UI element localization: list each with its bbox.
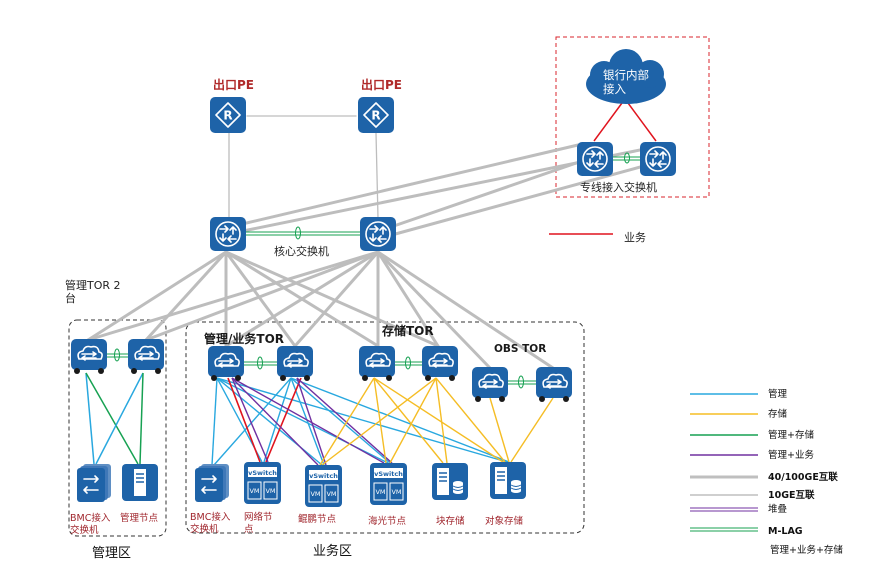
- legend-business-label: 业务: [624, 231, 646, 244]
- mgmt-tor-right[interactable]: [128, 339, 164, 374]
- router-r-glyph: R: [371, 109, 380, 123]
- storage-links: [319, 377, 554, 466]
- mgmt-tor-label-1: 管理TOR 2: [65, 278, 121, 292]
- bmc-switch-biz[interactable]: [195, 464, 229, 502]
- bmc-right-label-1: BMC接入: [190, 511, 231, 523]
- core-switch-left[interactable]: [210, 217, 246, 251]
- red-links: [549, 102, 657, 235]
- svg-text:vSwitch: vSwitch: [248, 469, 277, 477]
- network-node-vswitch[interactable]: vSwitch VM VM: [244, 462, 281, 504]
- hygon-node-label: 海光节点: [368, 515, 407, 527]
- storage-tor-right[interactable]: [422, 346, 458, 381]
- obs-tor-right[interactable]: [536, 367, 572, 402]
- bank-internal-cloud: 银行内部 接入: [586, 49, 666, 104]
- network-node-label-2: 点: [244, 524, 254, 535]
- storage-tor-label: 存储TOR: [381, 323, 434, 338]
- svg-text:VM: VM: [326, 490, 336, 498]
- pe-right-label: 出口PE: [361, 77, 402, 92]
- svg-text:VM: VM: [265, 487, 275, 495]
- grey-links: [86, 115, 657, 370]
- mgmt-zone-box: [68, 319, 167, 537]
- bmc-switch-mgmt[interactable]: [77, 464, 111, 502]
- svg-text:管理+业务+存储: 管理+业务+存储: [770, 544, 843, 556]
- router-r-glyph: R: [223, 109, 232, 123]
- mgmt-tor-label-2: 台: [65, 291, 76, 305]
- bmc-left-label-2: 交换机: [70, 524, 99, 536]
- mgmt-node-server[interactable]: [122, 464, 158, 501]
- svg-text:管理+存储: 管理+存储: [768, 429, 814, 441]
- biz-tor-label: 管理/业务TOR: [204, 331, 284, 346]
- network-node-label-1: 网络节: [244, 511, 273, 523]
- block-storage-label: 块存储: [436, 515, 465, 527]
- svg-text:vSwitch: vSwitch: [374, 470, 403, 478]
- svg-text:40/100GE互联: 40/100GE互联: [768, 471, 838, 483]
- block-storage-server[interactable]: [432, 463, 468, 500]
- zone-business-label: 业务区: [313, 543, 352, 559]
- legend: 管理 存储 管理+存储 管理+业务 40/100GE互联 10GE互联 堆叠 M…: [690, 388, 843, 556]
- svg-text:VM: VM: [375, 488, 385, 496]
- business-links: [227, 377, 302, 463]
- svg-text:堆叠: 堆叠: [768, 504, 787, 515]
- zone-mgmt-label: 管理区: [92, 546, 131, 561]
- svg-text:银行内部: 银行内部: [603, 68, 649, 82]
- svg-text:VM: VM: [249, 487, 259, 495]
- mgmt-tor-left[interactable]: [71, 339, 107, 374]
- mlag-links: [106, 152, 641, 389]
- dedicated-zone-box: [555, 36, 710, 198]
- svg-text:vSwitch: vSwitch: [309, 472, 338, 480]
- router-pe-right[interactable]: R: [358, 97, 394, 133]
- obs-tor-left[interactable]: [472, 367, 508, 402]
- storage-tor-left[interactable]: [359, 346, 395, 381]
- object-storage-label: 对象存储: [485, 515, 524, 527]
- mgmt-zone-links: [85, 372, 144, 465]
- svg-text:M-LAG: M-LAG: [768, 526, 803, 537]
- obs-tor-label: OBS TOR: [494, 343, 546, 355]
- tor-switches: [71, 339, 572, 402]
- kunpeng-node-label: 鲲鹏节点: [298, 513, 337, 525]
- svg-text:VM: VM: [310, 490, 320, 498]
- kunpeng-node-vswitch[interactable]: vSwitch VM VM: [305, 465, 342, 507]
- dedicated-switch-left[interactable]: [577, 142, 613, 176]
- core-switch-label: 核心交换机: [274, 244, 329, 258]
- dedicated-switch-right[interactable]: [640, 142, 676, 176]
- mgmt-business-links: [231, 377, 393, 466]
- svg-text:接入: 接入: [603, 82, 626, 96]
- bmc-left-label-1: BMC接入: [70, 512, 111, 524]
- dedicated-switch-label: 专线接入交换机: [580, 180, 657, 194]
- biz-tor-right[interactable]: [277, 346, 313, 381]
- object-storage-server[interactable]: [490, 462, 526, 499]
- hygon-node-vswitch[interactable]: vSwitch VM VM: [370, 463, 407, 505]
- svg-text:10GE互联: 10GE互联: [768, 489, 815, 501]
- pe-left-label: 出口PE: [213, 77, 254, 92]
- biz-tor-left[interactable]: [208, 346, 244, 381]
- mgmt-node-label: 管理节点: [120, 512, 159, 524]
- svg-text:存储: 存储: [768, 408, 788, 420]
- core-switch-right[interactable]: [360, 217, 396, 251]
- svg-text:管理+业务: 管理+业务: [768, 449, 814, 461]
- bmc-right-label-2: 交换机: [190, 523, 219, 535]
- router-pe-left[interactable]: R: [210, 97, 246, 133]
- svg-text:管理: 管理: [768, 388, 788, 400]
- svg-text:VM: VM: [391, 488, 401, 496]
